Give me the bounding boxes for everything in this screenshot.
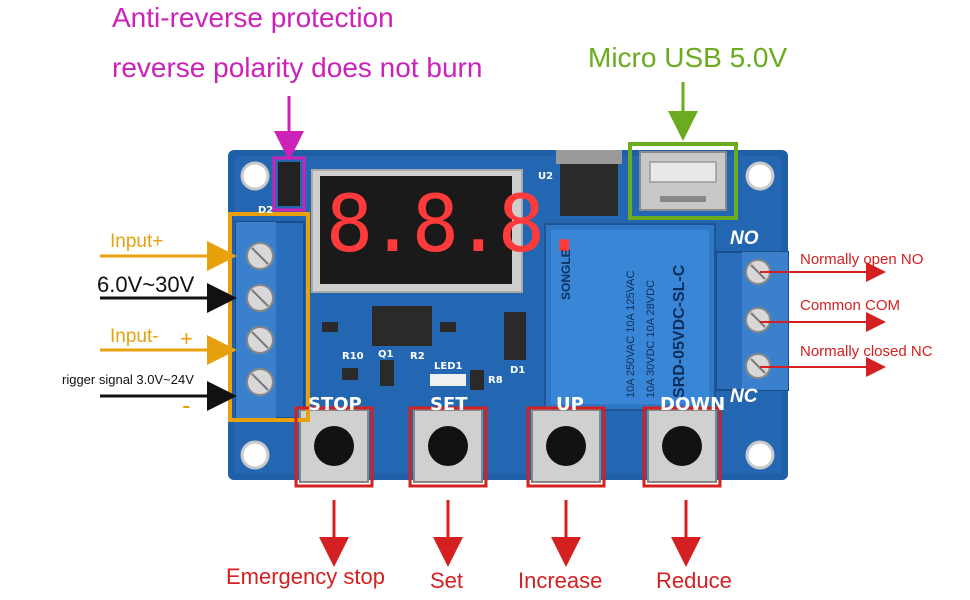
micro-usb-label: Micro USB 5.0V [588,42,788,73]
increase-label: Increase [518,568,603,593]
silk-set: SET [430,394,468,415]
stop-button-box [294,406,374,488]
label-led1: LED1 [434,361,463,372]
label-r8: R8 [488,375,503,386]
set-button-box [408,406,488,488]
output-screws [745,259,771,379]
up-button-box [526,406,606,488]
silk-up: UP [556,394,584,415]
nc-terminal-label: NC [730,386,758,407]
relay-brand: SONGLE [559,249,573,300]
relay-model: SRD-05VDC-SL-C [671,264,688,398]
label-r2: R2 [410,351,425,362]
mount-hole-bl [240,440,270,470]
down-button-box [642,406,722,488]
reduce-label: Reduce [656,568,732,593]
input-plus-label: Input+ [110,231,164,252]
silk-down: DOWN [660,394,726,415]
display-digits: 8.8.8. [326,180,588,270]
set-label: Set [430,568,464,593]
relay-rating-1: 10A 250VAC 10A 125VAC [625,270,637,398]
voltage-range-label: 6.0V~30V [97,272,195,297]
common-label: Common COM [800,297,901,314]
label-u2: U2 [538,171,554,182]
plus-sign: + [180,326,193,351]
normally-closed-label: Normally closed NC [800,343,933,360]
trigger-label: rigger signal 3.0V~24V [62,372,194,387]
relay-rating-2: 10A 30VDC 10A 28VDC [645,279,657,398]
no-terminal-label: NO [730,228,759,249]
protection-diode [278,162,300,206]
anti-reverse-subtitle: reverse polarity does not burn [112,52,483,83]
label-r10: R10 [342,351,364,362]
mount-hole-br [745,440,775,470]
usb-highlight-box [628,142,738,220]
silk-stop: STOP [308,394,362,415]
input-highlight-box [228,212,310,422]
mount-hole-tl [240,161,270,191]
normally-open-label: Normally open NO [800,251,924,268]
label-d1: D1 [510,365,526,376]
buttons-bodies [299,409,717,483]
label-q1: Q1 [378,349,394,360]
minus-sign: - [182,390,191,420]
label-d2: D2 [258,205,274,216]
input-screws [246,242,274,396]
input-minus-label: Input- [110,326,159,347]
anti-reverse-title: Anti-reverse protection [112,2,394,33]
emergency-stop-label: Emergency stop [226,564,385,589]
mount-hole-tr [745,161,775,191]
